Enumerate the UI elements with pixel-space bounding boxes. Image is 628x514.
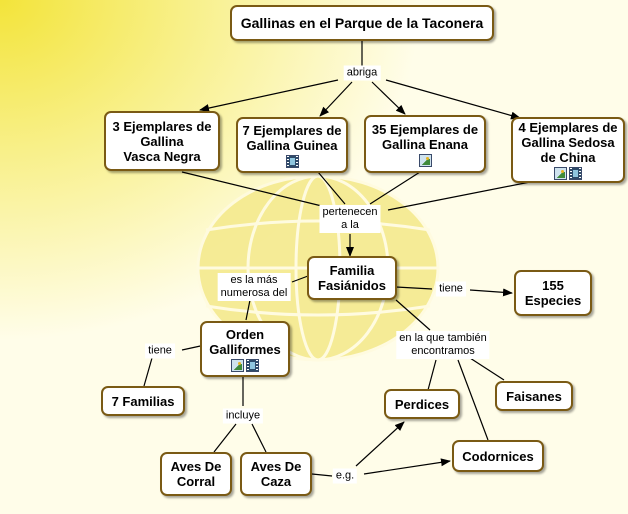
node-title[interactable]: Gallinas en el Parque de la Taconera: [230, 5, 494, 41]
node-title-label: Gallinas en el Parque de la Taconera: [240, 14, 484, 31]
line-tambien-faisanes: [469, 357, 505, 381]
line-sedosa-pertenecen: [387, 181, 531, 211]
line-abriga-sedosa: [385, 79, 521, 120]
node-orden-galliformes-label: Orden Galliformes: [209, 326, 281, 357]
video-icon[interactable]: [246, 358, 259, 372]
line-numerosa-orden: [245, 299, 251, 321]
node-faisanes[interactable]: Faisanes: [495, 381, 573, 411]
node-aves-caza[interactable]: Aves De Caza: [240, 452, 312, 496]
node-faisanes-label: Faisanes: [506, 388, 562, 404]
node-codornices[interactable]: Codornices: [452, 440, 544, 472]
node-7-familias-label: 7 Familias: [111, 393, 175, 409]
image-icon[interactable]: [418, 153, 432, 167]
line-caza-eg: [311, 473, 333, 477]
link-label-tambien: en la que también encontramos: [396, 331, 490, 359]
node-perdices[interactable]: Perdices: [384, 389, 460, 419]
node-155-especies[interactable]: 155 Especies: [514, 270, 592, 316]
line-familia-numerosa: [291, 275, 309, 283]
node-gallina-enana[interactable]: 35 Ejemplares de Gallina Enana: [364, 115, 486, 173]
node-vasca-negra-label: 3 Ejemplares de Gallina Vasca Negra: [112, 118, 212, 164]
node-aves-corral-label: Aves De Corral: [170, 459, 222, 489]
line-tambien-perdices: [427, 359, 437, 391]
node-familia-fasianidos-label: Familia Fasiánidos: [318, 263, 386, 293]
line-vasca-pertenecen: [181, 171, 331, 209]
image-icon[interactable]: [554, 167, 567, 180]
node-gallina-sedosa[interactable]: 4 Ejemplares de Gallina Sedosa de China: [511, 117, 625, 183]
line-eg-perdices: [355, 421, 405, 467]
node-gallina-enana-label: 35 Ejemplares de Gallina Enana: [371, 121, 479, 152]
line-tiene-familias: [143, 357, 153, 387]
node-7-familias[interactable]: 7 Familias: [101, 386, 185, 416]
link-label-tiene-especies: tiene: [436, 281, 466, 297]
line-incluye-corral: [213, 423, 237, 453]
node-perdices-label: Perdices: [394, 396, 450, 412]
line-enana-pertenecen: [369, 171, 421, 205]
line-abriga-guinea: [319, 81, 353, 117]
node-codornices-label: Codornices: [462, 448, 534, 464]
node-familia-fasianidos[interactable]: Familia Fasiánidos: [307, 256, 397, 300]
line-eg-codornices: [363, 458, 451, 475]
node-orden-galliformes[interactable]: Orden Galliformes: [200, 321, 290, 377]
link-label-pertenecen: pertenecen a la: [319, 205, 381, 233]
link-label-tiene-familias: tiene: [145, 343, 175, 359]
line-tambien-codornices: [457, 359, 489, 441]
node-aves-caza-label: Aves De Caza: [250, 459, 302, 489]
node-gallina-guinea-label: 7 Ejemplares de Gallina Guinea: [242, 122, 342, 153]
line-abriga-enana: [371, 81, 406, 115]
link-label-incluye: incluye: [222, 408, 264, 424]
image-icon[interactable]: [231, 358, 244, 372]
node-vasca-negra[interactable]: 3 Ejemplares de Gallina Vasca Negra: [104, 111, 220, 171]
node-gallina-sedosa-label: 4 Ejemplares de Gallina Sedosa de China: [518, 120, 618, 165]
video-icon[interactable]: [285, 154, 299, 168]
line-incluye-caza: [251, 423, 267, 453]
node-aves-corral[interactable]: Aves De Corral: [160, 452, 232, 496]
video-icon[interactable]: [569, 167, 582, 180]
node-155-especies-label: 155 Especies: [524, 278, 582, 308]
link-label-eg: e.g.: [332, 468, 358, 484]
line-guinea-pertenecen: [317, 171, 346, 205]
line-familia-tiene: [395, 286, 433, 290]
node-gallina-guinea[interactable]: 7 Ejemplares de Gallina Guinea: [236, 117, 348, 173]
line-familia-tambien: [395, 299, 431, 331]
line-abriga-vasca: [199, 79, 339, 112]
line-tiene-especies: [469, 288, 513, 297]
link-label-abriga: abriga: [343, 65, 381, 81]
link-label-numerosa: es la más numerosa del: [217, 273, 291, 301]
